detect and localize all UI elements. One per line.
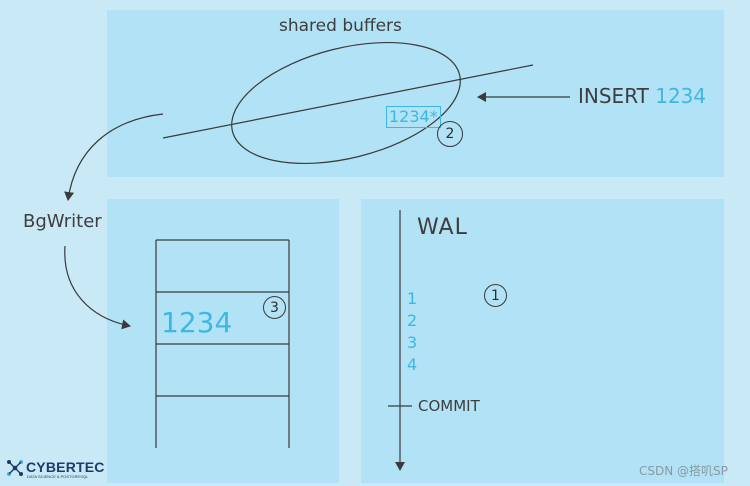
wal-panel [361,199,724,483]
bgwriter-to-table-arrow [64,245,131,330]
logo-tagline: DATA SCIENCE & POSTGRESQL [27,474,89,479]
cybertec-logo: CYBERTEC DATA SCIENCE & POSTGRESQL [6,459,104,481]
watermark: CSDN @搭叽SP [639,464,728,478]
shared-buffers-line [162,64,534,139]
bgwriter-label: BgWriter [23,211,102,232]
wal-entry: 3 [407,333,418,352]
buffer-value-box: 1234* [386,106,441,128]
table-row-value: 1234 [161,306,233,339]
cybertec-logo-icon [7,460,23,476]
insert-value: 1234 [655,84,707,108]
insert-statement: INSERT 1234 [578,84,706,108]
step-2-badge: 2 [437,121,463,147]
table-panel [107,199,339,483]
shared-buffers-label: shared buffers [279,16,402,36]
buffer-to-bgwriter-arrow [64,113,164,201]
step-3-badge: 3 [263,296,286,319]
wal-entry: 1 [407,289,418,308]
logo-name: CYBERTEC [26,459,105,475]
wal-label: WAL [417,215,468,240]
shared-buffers-ellipse [231,41,461,165]
wal-entry: 4 [407,355,418,374]
wal-entry: 2 [407,311,418,330]
table-grid [155,239,290,448]
commit-label: COMMIT [418,397,480,415]
step-1-badge: 1 [484,284,507,307]
insert-keyword: INSERT [578,84,649,108]
shared-buffers-panel [107,10,724,177]
